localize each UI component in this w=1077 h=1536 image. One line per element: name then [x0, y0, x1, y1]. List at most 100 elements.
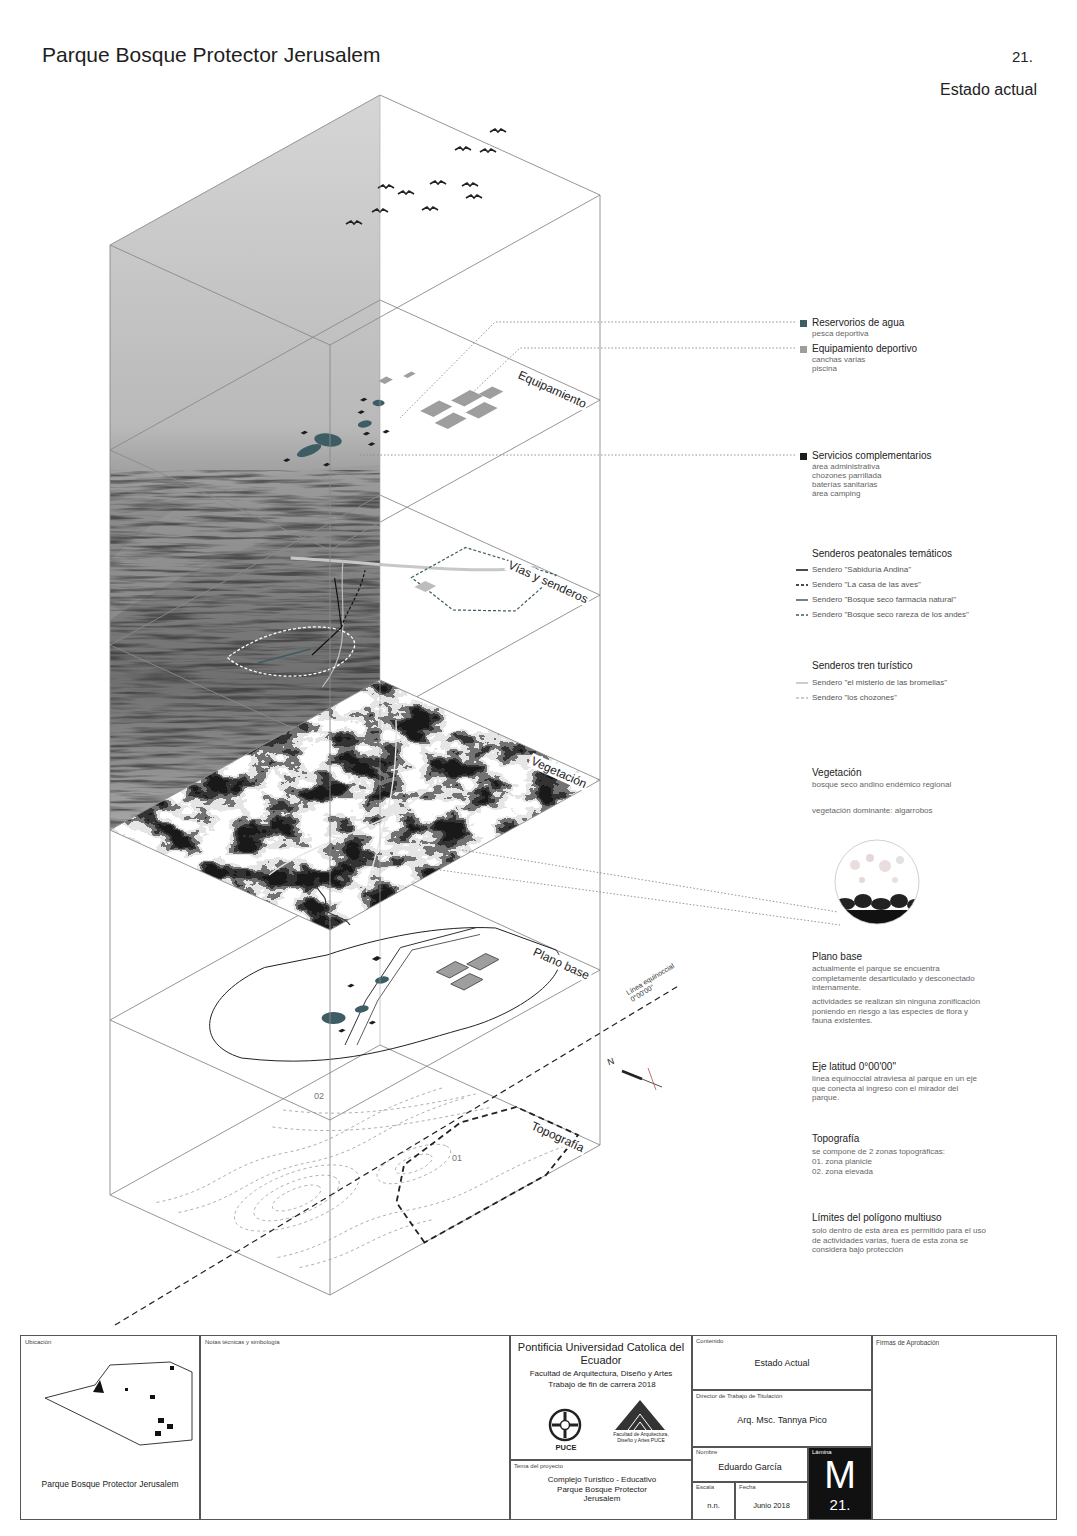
base-plan-layer — [279, 918, 521, 1046]
base-plan-layer — [436, 962, 468, 979]
university-logos — [615, 1400, 665, 1430]
legend-swatch — [800, 320, 807, 327]
topography-layer — [364, 1138, 464, 1190]
legend-note: Senderos peatonales temáticos — [812, 548, 952, 560]
base-plan-layer — [347, 984, 354, 988]
layer-label: Topografía — [527, 1118, 588, 1156]
equipment-layer — [370, 399, 387, 408]
vegetation-detail-circle — [835, 898, 855, 910]
layer-planes — [110, 300, 600, 550]
vegetation-texture — [110, 680, 600, 930]
cell-text: Trabajo de fin de carrera 2018 — [547, 1380, 657, 1390]
birds — [466, 195, 482, 198]
cell-text: Estado Actual — [693, 1358, 871, 1369]
equipment-layer — [479, 387, 504, 400]
base-plan-layer — [163, 885, 591, 1105]
topography-layer — [389, 1151, 439, 1177]
legend-label: Sendero "el misterio de las bromelias" — [812, 678, 947, 688]
equipment-layer — [420, 401, 452, 418]
layer-label: Vías y senderos — [504, 557, 592, 607]
equator-label: Línea equinoccial 0°00'00" — [625, 958, 687, 1004]
box-edges — [380, 95, 381, 1045]
legend-label: Sendero "Sabiduría Andina" — [812, 565, 911, 575]
box-edges — [600, 195, 601, 1145]
equipment-layer — [403, 372, 416, 379]
equipment-layer — [360, 398, 367, 402]
base-plan-layer — [163, 885, 591, 1105]
paths-layer — [258, 642, 311, 670]
vegetation-detail-circle — [835, 840, 923, 925]
topography-layer — [264, 1181, 329, 1215]
legend-note: solo dentro de esta área es permitido pa… — [812, 1226, 992, 1255]
university-logos — [561, 1421, 570, 1430]
sheet-subtitle: Estado actual — [940, 80, 1037, 99]
birds — [378, 185, 394, 188]
legend-note: Límites del polígono multiuso — [812, 1212, 942, 1224]
vegetation-detail-circle — [896, 856, 904, 864]
sheet-number-cell: LáminaM21. — [808, 1447, 872, 1520]
legend-label: Sendero "Bosque seco rareza de los andes… — [812, 610, 969, 620]
vegetation-texture — [110, 680, 600, 930]
topography-layer — [135, 1050, 601, 1288]
birds — [398, 191, 414, 194]
cell-text: Junio 2018 — [736, 1501, 807, 1510]
cell-text: 21. — [809, 1497, 871, 1512]
vegetation-detail-circle — [835, 840, 923, 925]
paths-layer — [248, 578, 398, 655]
notes-cell: Notas técnicas y simbología — [200, 1335, 510, 1520]
location-map — [150, 1395, 155, 1399]
legend-note: Vegetación — [812, 767, 862, 779]
vegetation-detail-circle — [890, 894, 908, 908]
cell-text: Arq. Msc. Tannya Pico — [693, 1415, 871, 1426]
cell-heading: Escala — [696, 1484, 714, 1491]
leader-lines — [360, 322, 840, 925]
sheet-number: 21. — [1012, 48, 1033, 66]
box-edges — [110, 245, 111, 1195]
cell-heading: Ubicación — [25, 1339, 51, 1346]
paths-layer — [291, 501, 539, 624]
equipment-layer — [368, 442, 375, 446]
legend-line-sample — [796, 682, 808, 684]
cell-text: Facultad de Arquitectura, Diseño y Artes… — [611, 1432, 671, 1443]
cell-heading: Fecha — [739, 1484, 756, 1491]
equipment-layer — [355, 419, 375, 429]
cell-text: PUCE — [541, 1443, 591, 1452]
zone-number: 02 — [314, 1091, 324, 1102]
zone-number: 01 — [452, 1153, 462, 1164]
equipment-layer — [309, 431, 347, 450]
equipment-layer — [435, 413, 467, 430]
layer-planes — [110, 1045, 600, 1295]
cell-heading: Nombre — [696, 1449, 717, 1456]
access-road — [316, 878, 350, 925]
location-map — [158, 1418, 164, 1423]
legend-note: vegetación dominante: algarrobos — [812, 806, 987, 816]
topography-layer — [239, 1168, 354, 1228]
equipment-layer — [358, 410, 365, 414]
legend-swatch — [800, 346, 807, 353]
legend-note: Plano base — [812, 951, 862, 963]
location-map — [170, 1366, 174, 1370]
paths-layer — [298, 570, 410, 628]
legend-label: Sendero "Bosque seco farmacia natural" — [812, 595, 956, 605]
legend-note: piscina — [812, 364, 837, 374]
location-map — [93, 1380, 104, 1393]
legend-line-sample — [796, 697, 808, 699]
topography-layer — [283, 1053, 476, 1151]
legend-label: Reservorios de agua — [812, 317, 904, 329]
legend-note: chozones parrillada — [812, 471, 881, 481]
legend-line-sample — [796, 569, 808, 571]
topography-layer — [179, 1078, 466, 1233]
cell-text: M — [809, 1456, 871, 1494]
cell-heading: Tema del proyecto — [514, 1463, 563, 1470]
leader-lines — [360, 455, 795, 456]
cell-heading: Contenido — [696, 1338, 723, 1345]
equipment-layer — [363, 432, 370, 436]
vegetation-detail-circle — [859, 877, 865, 883]
cell-text: n.n. — [693, 1501, 734, 1510]
birds — [455, 147, 471, 150]
location-map — [45, 1362, 192, 1445]
topography-layer — [272, 1061, 492, 1173]
leader-lines — [400, 322, 795, 418]
north-arrow — [648, 1068, 656, 1090]
location-map — [125, 1388, 128, 1391]
